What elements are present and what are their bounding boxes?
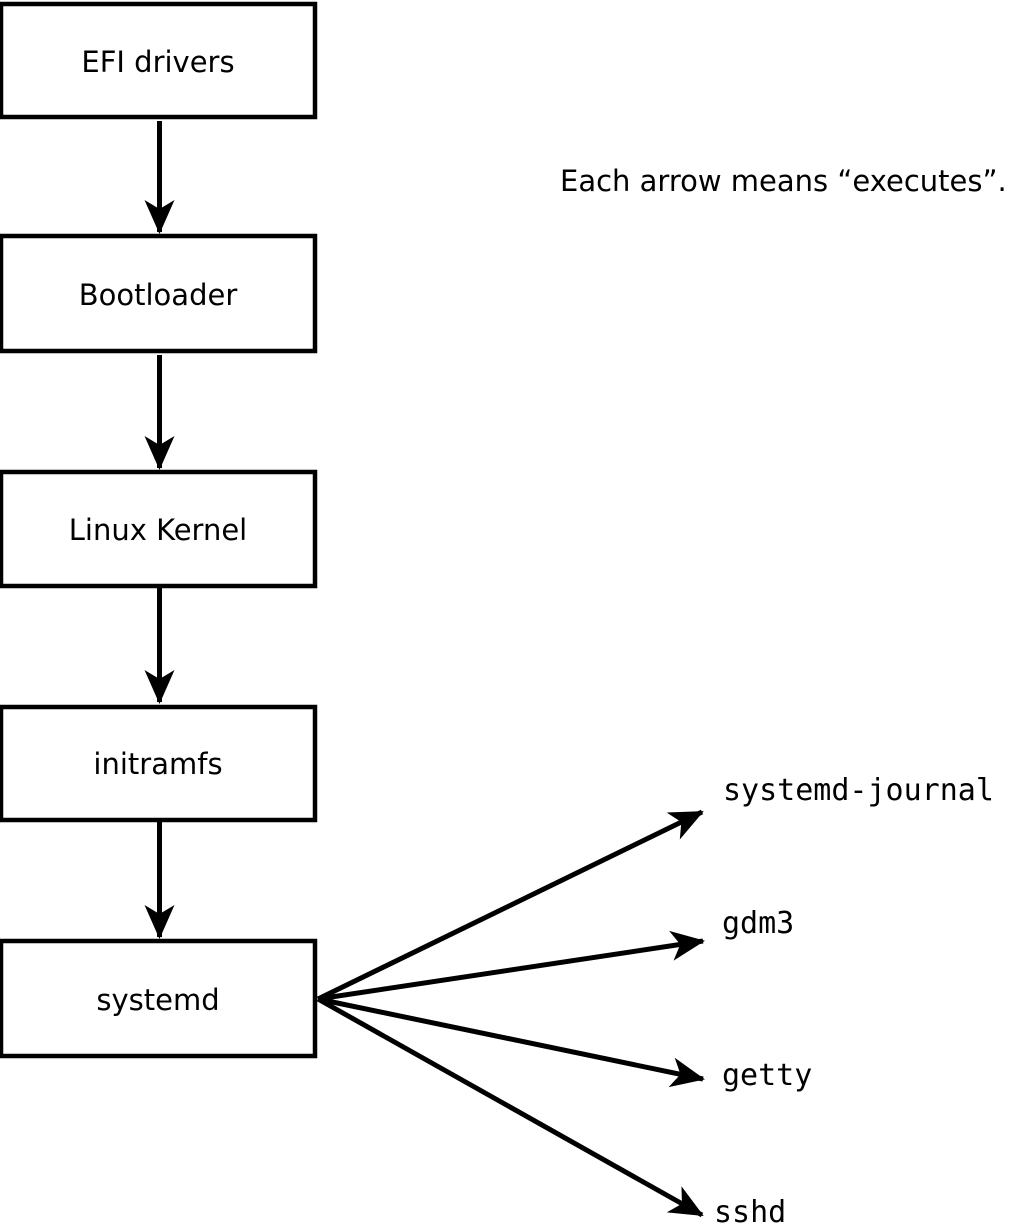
edge-systemd-to-getty [317,996,705,1088]
label-getty: getty [722,1058,812,1093]
node-systemd: systemd [0,938,318,1059]
annotation-text: Each arrow means “executes”. [560,164,1007,198]
node-efi-drivers-label: EFI drivers [81,45,234,79]
node-efi-drivers: EFI drivers [0,1,318,120]
boot-chain-nodes: EFI drivers Bootloader Linux Kernel init… [0,1,318,1059]
node-initramfs-box [0,704,318,823]
edge-systemd-to-gdm3 [317,930,705,1002]
edge-systemd-to-sshd [316,996,704,1218]
node-bootloader-box [0,233,318,354]
node-linux-kernel: Linux Kernel [0,469,318,589]
label-gdm3: gdm3 [722,906,794,941]
spawn-edges [316,809,705,1218]
node-bootloader: Bootloader [0,233,318,354]
label-systemd-journal: systemd-journal [723,773,994,808]
node-systemd-label: systemd [96,983,219,1017]
node-initramfs: initramfs [0,704,318,823]
label-sshd: sshd [714,1195,786,1230]
node-initramfs-label: initramfs [93,747,222,781]
node-systemd-box [0,938,318,1059]
edge-systemd-to-systemd-journal [316,809,704,1002]
node-linux-kernel-label: Linux Kernel [69,513,247,547]
spawned-process-labels: systemd-journal gdm3 getty sshd [714,773,994,1230]
node-efi-drivers-box [0,1,318,120]
node-bootloader-label: Bootloader [79,278,238,312]
node-linux-kernel-box [0,469,318,589]
